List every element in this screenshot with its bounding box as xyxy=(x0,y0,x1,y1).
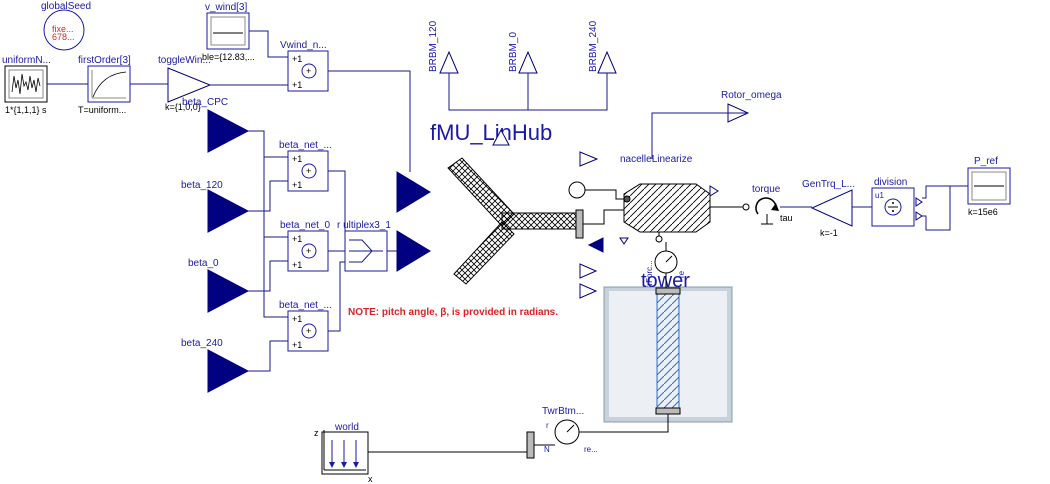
beta-240-label: beta_240 xyxy=(181,338,223,349)
brbm-240-output[interactable]: BRBM_240 xyxy=(588,20,617,74)
signal-wires xyxy=(47,30,968,453)
brbm-120-label: BRBM_120 xyxy=(428,20,439,72)
beta-0-label: beta_0 xyxy=(188,258,219,269)
beta-net-a-sum: + xyxy=(306,166,311,176)
vwind-net-plus1: +1 xyxy=(292,54,302,64)
multiplex-output-arrow[interactable] xyxy=(396,230,431,272)
pitch-note: NOTE: pitch angle, β, is provided in rad… xyxy=(348,307,558,318)
tower-block[interactable]: tower xyxy=(603,270,733,423)
division-block[interactable]: division u1 xyxy=(871,177,923,227)
brbm-0-output[interactable]: BRBM_0 xyxy=(508,32,538,74)
first-order-label: firstOrder[3] xyxy=(78,55,131,66)
twr-btm-sensor[interactable]: TwrBtm... r N re... xyxy=(526,406,598,459)
torque-label: torque xyxy=(752,184,781,195)
uniform-noise-param: 1*{1,1,1} s xyxy=(5,105,47,115)
toggle-wind-param: k={1,0,0} xyxy=(165,102,201,112)
division-u1: u1 xyxy=(875,191,884,200)
beta-net-b-sum: + xyxy=(306,326,311,336)
toggle-wind-label: toggleWin... xyxy=(158,55,211,66)
world-x: x xyxy=(368,474,373,484)
blade-lower xyxy=(453,221,515,285)
beta-net-b-plus2: +1 xyxy=(292,340,302,350)
beta-net-b-block[interactable]: beta_net_... + +1 +1 xyxy=(279,300,332,352)
vwind-net-block[interactable]: Vwind_n... + +1 +1 xyxy=(280,40,329,92)
hub-shaft xyxy=(501,212,577,230)
uniform-noise-label: uniformN... xyxy=(2,55,51,66)
v-wind-block[interactable]: v_wind[3] ble={12.83,... xyxy=(202,2,255,62)
twr-btm-r: r xyxy=(546,421,549,430)
world-z: z xyxy=(314,428,319,438)
beta-0-input[interactable]: beta_0 xyxy=(188,258,250,313)
p-ref-label: P_ref xyxy=(974,156,998,167)
global-seed-block[interactable]: globalSeed fixe... 678... xyxy=(41,1,91,51)
v-wind-param: ble={12.83,... xyxy=(202,52,255,62)
global-seed-value: 678... xyxy=(52,32,75,42)
vwind-output-arrow[interactable] xyxy=(396,171,431,213)
beta-net-b-label: beta_net_... xyxy=(279,300,332,311)
twr-btm-label: TwrBtm... xyxy=(542,406,584,417)
v-wind-label: v_wind[3] xyxy=(205,2,247,13)
torque-tau: tau xyxy=(780,213,793,223)
beta-cpc-input[interactable]: beta_CPC xyxy=(182,97,250,153)
gen-trq-block[interactable]: GenTrq_L... k=-1 xyxy=(802,179,855,238)
vwind-net-sum: + xyxy=(306,66,311,76)
multiplex-label: r ultiplex3_1 xyxy=(337,220,391,231)
twr-btm-n: N xyxy=(544,445,550,454)
world-label: world xyxy=(334,422,359,433)
beta-net-a-plus2: +1 xyxy=(292,180,302,190)
brbm-0-label: BRBM_0 xyxy=(508,32,519,72)
torque-block[interactable]: torque tau xyxy=(742,184,793,225)
brbm-240-label: BRBM_240 xyxy=(588,20,599,72)
rotor-omega-output[interactable]: Rotor_omega xyxy=(721,90,782,123)
vwind-net-label: Vwind_n... xyxy=(280,40,327,51)
beta-net-a-plus1: +1 xyxy=(292,154,302,164)
nacelle-body xyxy=(623,183,711,233)
twr-btm-re: re... xyxy=(584,445,598,454)
first-order-block[interactable]: firstOrder[3] T=uniform... xyxy=(78,55,131,115)
beta-240-input[interactable]: beta_240 xyxy=(181,338,250,393)
toggle-wind-block[interactable]: toggleWin... k={1,0,0} xyxy=(158,55,212,112)
global-seed-text: fixe... xyxy=(52,24,74,34)
beta-net-0-block[interactable]: beta_net_0 + +1 +1 xyxy=(280,220,330,272)
twr-force-re: re xyxy=(677,270,686,278)
fmu-linhub-block[interactable]: fMU_LinHub xyxy=(430,120,584,285)
beta-cpc-label: beta_CPC xyxy=(182,97,228,108)
fmu-linhub-label: fMU_LinHub xyxy=(430,120,552,145)
tower-shaft xyxy=(656,291,680,413)
first-order-param: T=uniform... xyxy=(78,105,126,115)
uniform-noise-block[interactable]: uniformN... 1*{1,1,1} s xyxy=(2,55,51,115)
beta-net-a-label: beta_net_... xyxy=(279,140,332,151)
gen-trq-label: GenTrq_L... xyxy=(802,179,855,190)
beta-net-b-plus1: +1 xyxy=(292,314,302,324)
beta-120-input[interactable]: beta_120 xyxy=(181,180,250,233)
beta-120-label: beta_120 xyxy=(181,180,223,191)
global-seed-label: globalSeed xyxy=(41,1,91,12)
beta-net-0-sum: + xyxy=(306,246,311,256)
beta-net-0-label: beta_net_0 xyxy=(280,220,330,231)
rotor-omega-label: Rotor_omega xyxy=(721,90,782,101)
nacelle-label: nacelleLinearize xyxy=(620,154,693,165)
twr-force-label: ttrForc... xyxy=(645,260,654,290)
world-block[interactable]: world z x xyxy=(314,422,373,484)
beta-net-a-block[interactable]: beta_net_... + +1 +1 xyxy=(279,140,332,192)
p-ref-param: k=15e6 xyxy=(968,207,998,217)
beta-net-0-plus2: +1 xyxy=(292,260,302,270)
p-ref-block[interactable]: P_ref k=15e6 xyxy=(967,156,1011,217)
beta-net-0-plus1: +1 xyxy=(292,234,302,244)
vwind-net-plus2: +1 xyxy=(292,80,302,90)
nacelle-block[interactable]: nacelleLinearize xyxy=(568,151,719,253)
brbm-120-output[interactable]: BRBM_120 xyxy=(428,20,459,74)
division-label: division xyxy=(874,177,907,188)
gen-trq-param: k=-1 xyxy=(820,228,838,238)
